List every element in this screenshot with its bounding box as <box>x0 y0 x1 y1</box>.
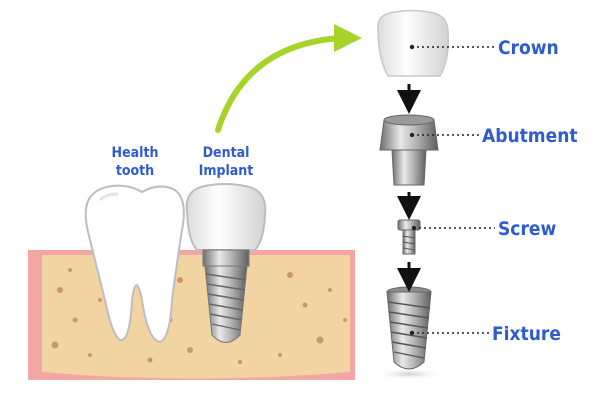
gum-and-bone <box>28 250 355 380</box>
bone-texture <box>51 268 347 364</box>
screw-label: Screw <box>498 218 556 240</box>
exploded-fixture <box>373 286 445 380</box>
dental-implant-label-line1: Dental <box>203 145 250 161</box>
healthy-tooth <box>84 184 185 344</box>
exploded-screw <box>397 219 421 255</box>
curve-arrow <box>215 24 362 133</box>
implant-abutment <box>202 249 250 267</box>
implant-crown <box>185 183 267 251</box>
healthy-tooth-label-line1: Health <box>112 145 159 161</box>
fixture-label: Fixture <box>492 323 561 345</box>
bone <box>42 255 350 379</box>
healthy-tooth-label-line2: tooth <box>116 163 154 179</box>
leader-dots <box>409 44 417 336</box>
abutment-label: Abutment <box>482 125 578 147</box>
crown-label: Crown <box>498 37 559 59</box>
exploded-abutment <box>379 114 439 186</box>
leader-lines <box>412 46 495 334</box>
implant-in-jaw <box>185 183 267 343</box>
dental-implant-label-line2: Implant <box>199 163 254 179</box>
exploded-crown <box>377 9 450 77</box>
